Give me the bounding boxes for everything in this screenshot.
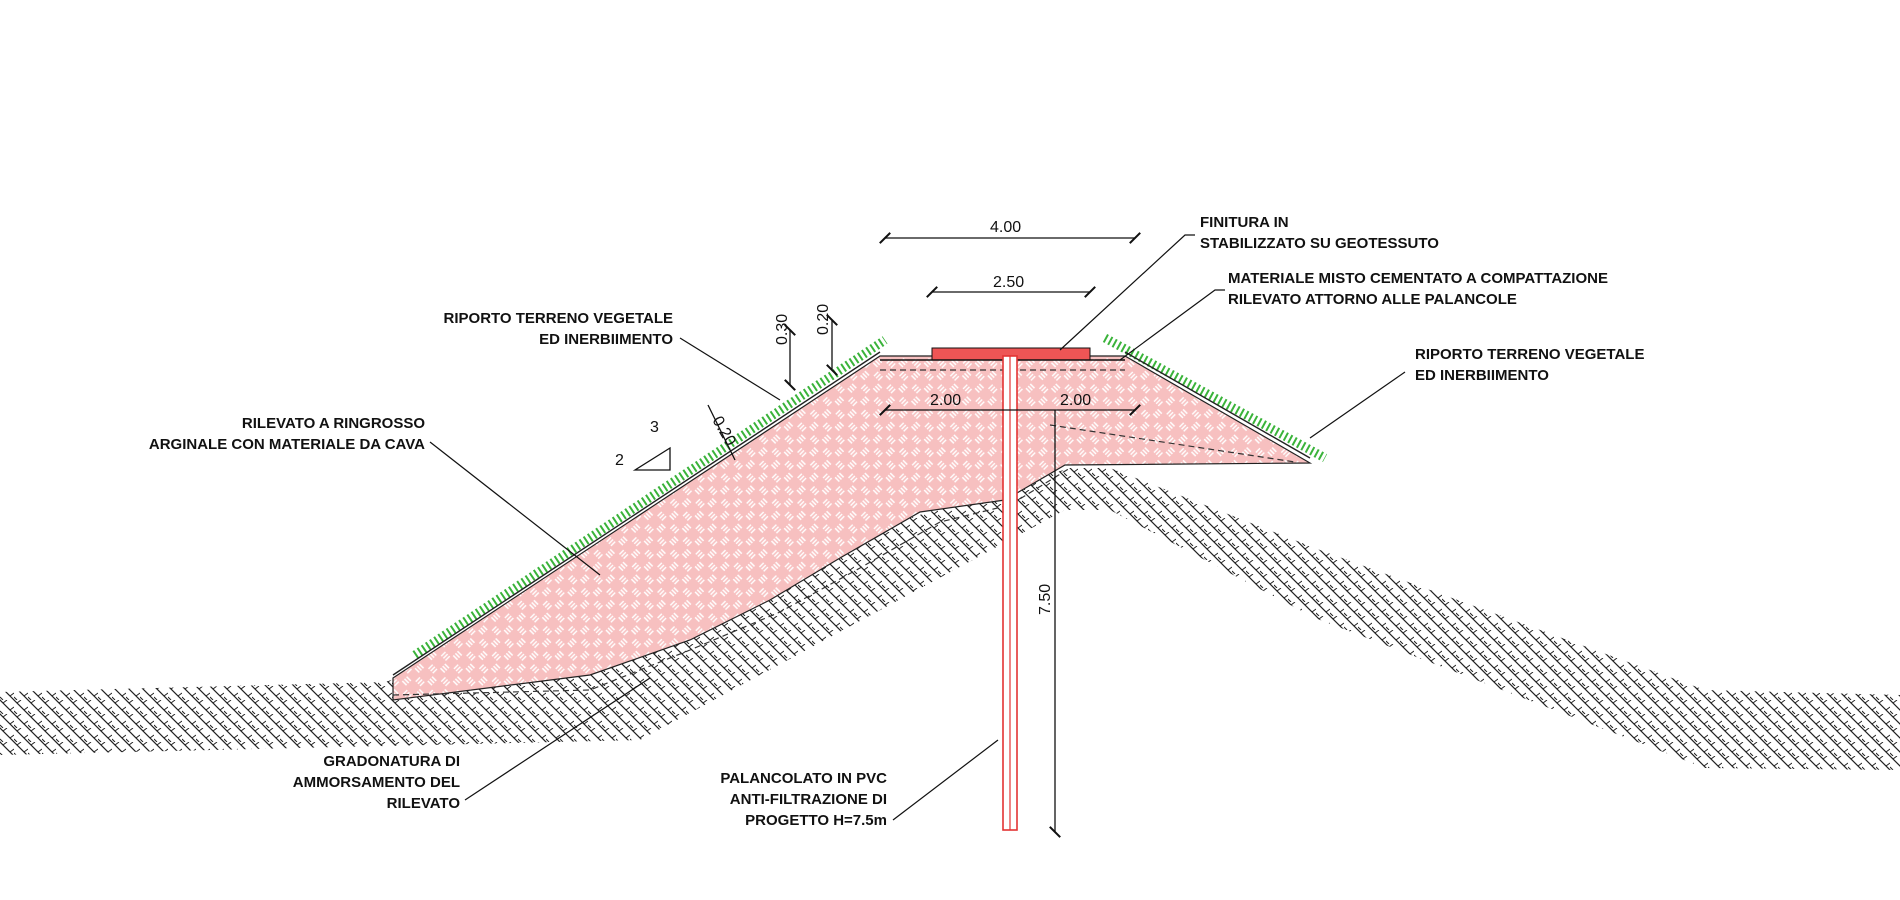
- slope-ratio-v: 2: [615, 452, 624, 469]
- label-riporto-left-2: ED INERBIIMENTO: [539, 331, 673, 348]
- dim-right-half: 2.00: [1060, 392, 1091, 409]
- grass-left-slope: [412, 336, 888, 659]
- label-riporto-right-1: RIPORTO TERRENO VEGETALE: [1415, 346, 1644, 363]
- label-materiale-misto-1: MATERIALE MISTO CEMENTATO A COMPATTAZION…: [1228, 270, 1608, 287]
- label-riporto-left-1: RIPORTO TERRENO VEGETALE: [444, 310, 673, 327]
- label-gradonatura-3: RILEVATO: [387, 795, 461, 812]
- label-gradonatura-2: AMMORSAMENTO DEL: [293, 774, 460, 791]
- slope-ratio-h: 3: [650, 419, 659, 436]
- dim-layer-a: 0.30: [774, 314, 791, 345]
- topsoil-line-left: [392, 351, 881, 676]
- label-rilevato-ringrosso-1: RILEVATO A RINGROSSO: [242, 415, 425, 432]
- leader-lines: [429, 234, 1406, 821]
- dim-road-width: 2.50: [993, 274, 1024, 291]
- dim-layer-b: 0.20: [815, 304, 832, 335]
- label-materiale-misto-2: RILEVATO ATTORNO ALLE PALANCOLE: [1228, 291, 1517, 308]
- dim-left-half: 2.00: [930, 392, 961, 409]
- dimension-lines: [632, 232, 1141, 838]
- dim-slope-layer: 0.20: [709, 414, 739, 450]
- label-rilevato-ringrosso-2: ARGINALE CON MATERIALE DA CAVA: [149, 436, 425, 453]
- dim-pile-depth: 7.50: [1037, 584, 1054, 615]
- topsoil-line-right: [1124, 351, 1311, 459]
- grass-right-slope: [1102, 334, 1328, 462]
- label-finitura-2: STABILIZZATO SU GEOTESSUTO: [1200, 235, 1439, 252]
- label-palancolato-2: ANTI-FILTRAZIONE DI: [730, 791, 887, 808]
- label-gradonatura-1: GRADONATURA DI: [323, 753, 460, 770]
- label-finitura-1: FINITURA IN: [1200, 214, 1289, 231]
- dim-top-width: 4.00: [990, 219, 1021, 236]
- existing-ground: [0, 468, 1900, 770]
- label-palancolato-3: PROGETTO H=7.5m: [745, 812, 887, 829]
- label-palancolato-1: PALANCOLATO IN PVC: [720, 770, 887, 787]
- sheet-pile: [1002, 355, 1018, 831]
- label-riporto-right-2: ED INERBIIMENTO: [1415, 367, 1549, 384]
